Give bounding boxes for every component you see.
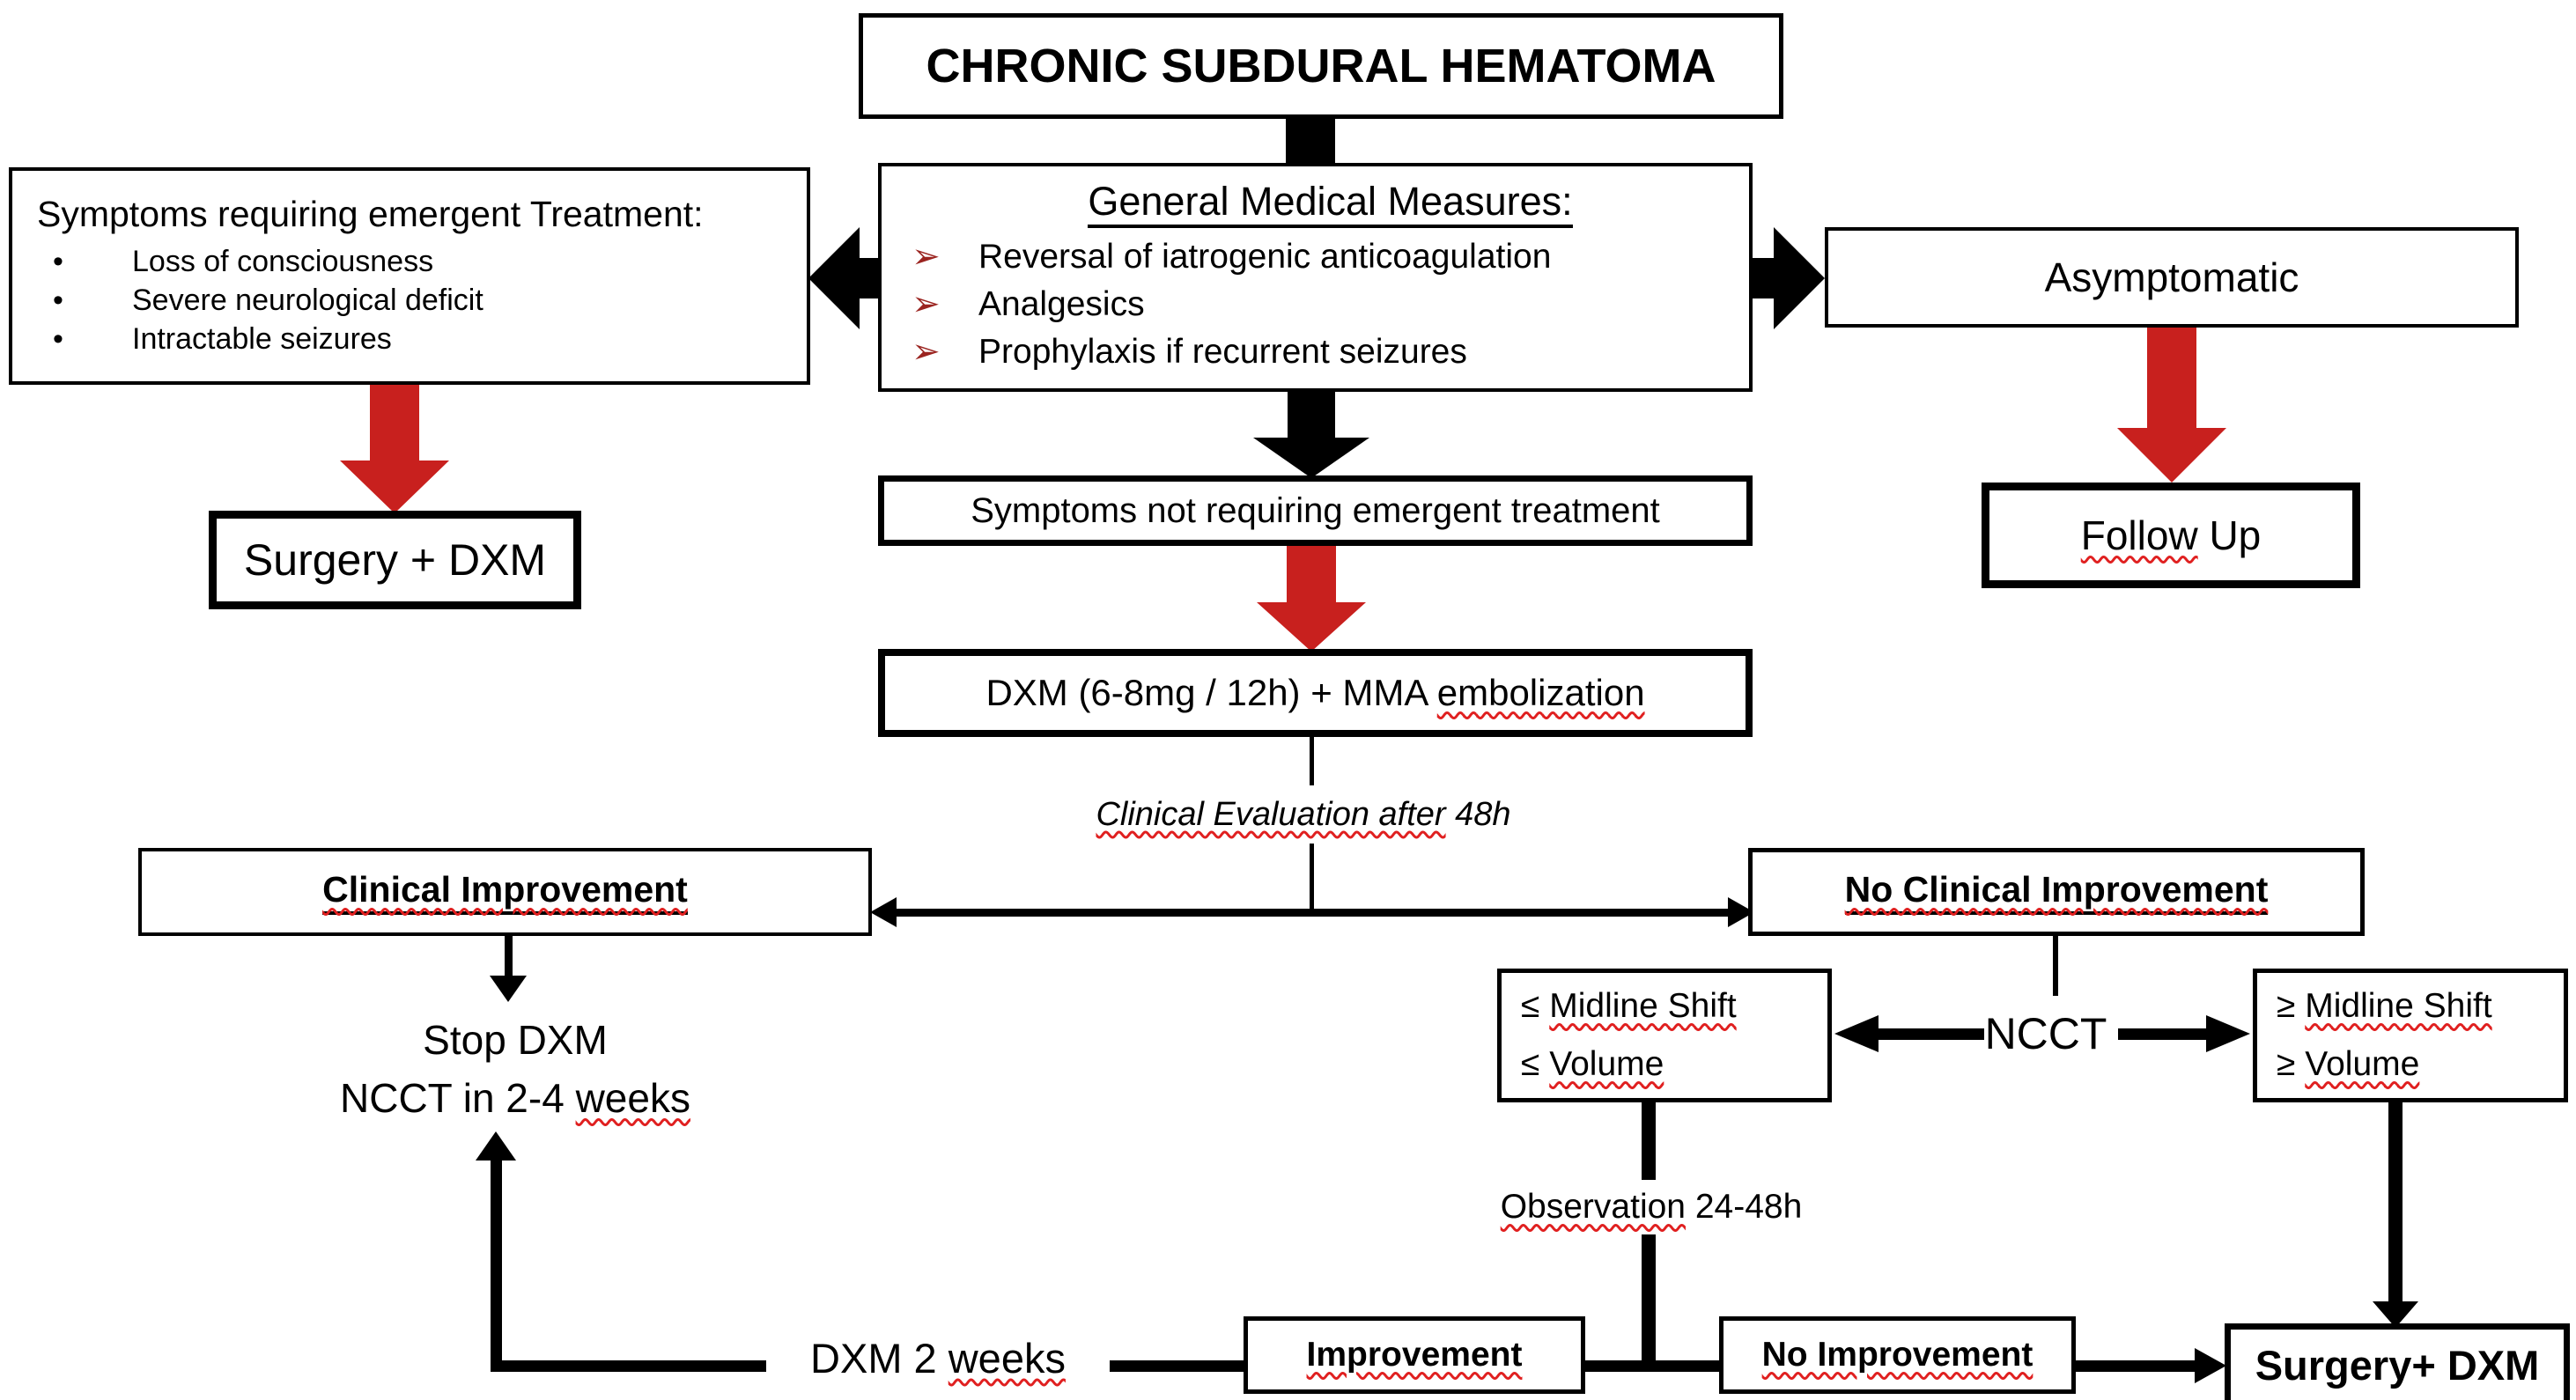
surgery-dxm-left-box: Surgery + DXM	[209, 511, 581, 609]
connector-midlinehigh-to-surgery	[2388, 1101, 2403, 1305]
ncct-right-arrowhead-icon	[2206, 1015, 2250, 1052]
connector-title-to-measures	[1286, 117, 1335, 166]
bottom-right-arrowhead-icon	[2195, 1348, 2226, 1383]
general-measures-title: General Medical Measures:	[1088, 179, 1573, 228]
observation-label: Observation 24-48h	[1462, 1180, 1841, 1234]
chevron-icon: ➢	[912, 285, 941, 323]
emergent-symptoms-box: Symptoms requiring emergent Treatment: •…	[9, 167, 810, 385]
clinical-evaluation-label: Clinical Evaluation after 48h	[1070, 785, 1537, 844]
bullet-icon: •	[53, 284, 63, 317]
stop-dxm-label: Stop DXM NCCT in 2-4 weeks	[340, 1017, 690, 1121]
list-item: • Severe neurological deficit	[37, 281, 807, 320]
ncct-left-arrow-line	[1876, 1028, 1984, 1040]
list-item: • Intractable seizures	[37, 320, 807, 358]
follow-up-box: Follow Up	[1982, 483, 2360, 588]
not-emergent-box: Symptoms not requiring emergent treatmen…	[878, 475, 1753, 546]
ncct-label: NCCT	[1984, 1007, 2107, 1060]
midline-high-box: ≥ Midline Shift ≥ Volume	[2253, 969, 2568, 1102]
follow-up-label: Follow Up	[2080, 512, 2262, 558]
improvement-box: Improvement	[1244, 1316, 1585, 1394]
ncct-right-arrow-line	[2118, 1028, 2206, 1040]
dxm-mma-box: DXM (6-8mg / 12h) + MMA embolization	[878, 649, 1753, 737]
emergent-symptoms-title: Symptoms requiring emergent Treatment:	[37, 194, 704, 234]
chevron-icon: ➢	[912, 238, 941, 276]
return-up-arrowhead-icon	[476, 1131, 516, 1161]
list-item: ➢ Reversal of iatrogenic anticoagulation	[912, 233, 1749, 281]
list-item: ➢ Analgesics	[912, 281, 1749, 328]
list-item: • Loss of consciousness	[37, 242, 807, 281]
chevron-icon: ➢	[912, 333, 941, 371]
no-clinical-improvement-box: No Clinical Improvement	[1748, 848, 2365, 936]
connector-noimprovement-to-ncct	[2053, 936, 2058, 996]
ncct-left-arrowhead-icon	[1834, 1015, 1878, 1052]
no-improvement-box: No Improvement	[1719, 1316, 2076, 1394]
connector-observation-line	[1642, 1101, 1656, 1369]
bullet-icon: •	[53, 245, 63, 278]
title-box: CHRONIC SUBDURAL HEMATOMA	[859, 13, 1783, 119]
clinical-improvement-box: Clinical Improvement	[138, 848, 872, 936]
dxm-two-weeks-label: DXM 2 weeks	[766, 1323, 1110, 1393]
dxm-mma-label: DXM (6-8mg / 12h) + MMA embolization	[985, 672, 1645, 713]
evaluation-line	[881, 909, 1744, 917]
page-title: CHRONIC SUBDURAL HEMATOMA	[926, 40, 1716, 92]
list-item: ➢ Prophylaxis if recurrent seizures	[912, 328, 1749, 376]
evaluation-arrowhead-left-icon	[870, 897, 897, 927]
surgery-dxm-right-box: Surgery+ DXM	[2225, 1323, 2570, 1400]
general-measures-box: General Medical Measures: ➢ Reversal of …	[878, 163, 1753, 392]
bullet-icon: •	[53, 322, 63, 356]
return-line-up	[491, 1159, 502, 1372]
midline-low-box: ≤ Midline Shift ≤ Volume	[1497, 969, 1832, 1102]
connector-improvement-down	[505, 936, 513, 978]
improvement-down-arrowhead-icon	[490, 976, 527, 1002]
asymptomatic-box: Asymptomatic	[1825, 227, 2519, 328]
